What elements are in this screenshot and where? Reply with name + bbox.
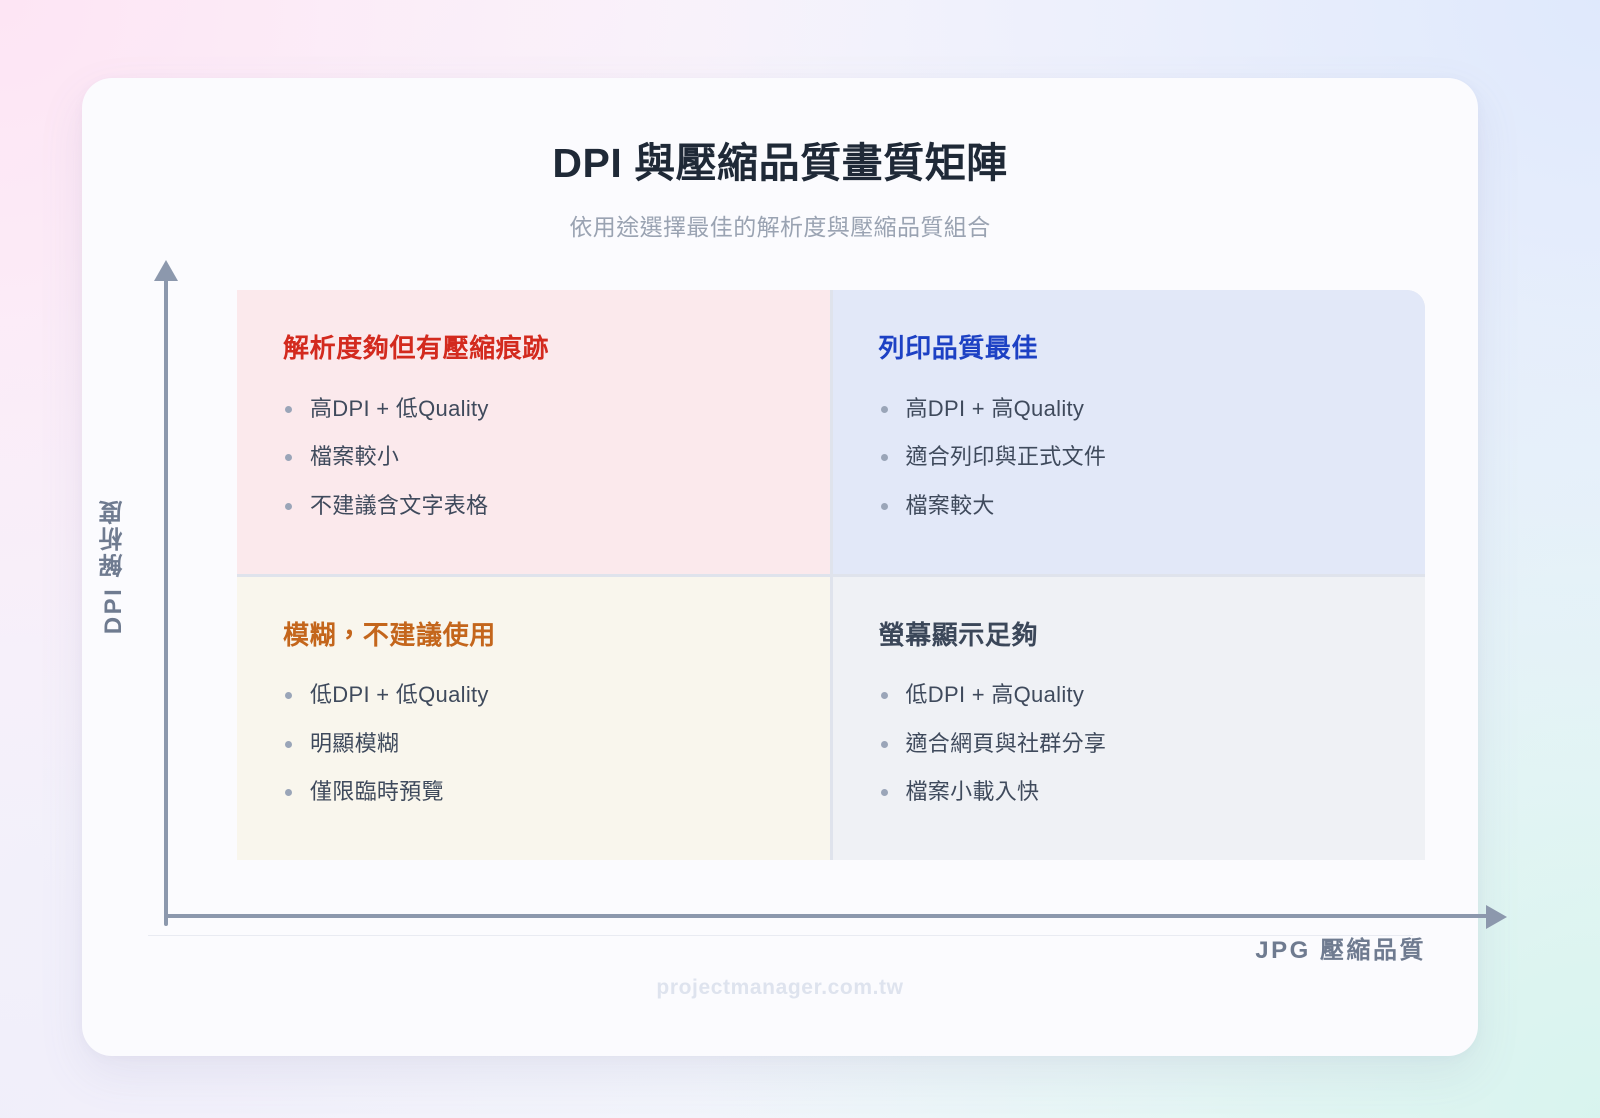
list-item: 檔案較小 (283, 443, 784, 472)
footer-divider (148, 935, 1413, 936)
y-axis-label: DPI 解析度 (100, 498, 127, 635)
quadrant-grid: 解析度夠但有壓縮痕跡 高DPI + 低Quality 檔案較小 不建議含文字表格… (237, 290, 1425, 860)
list-item: 高DPI + 高Quality (879, 395, 1380, 424)
quadrant-matrix: 解析度夠但有壓縮痕跡 高DPI + 低Quality 檔案較小 不建議含文字表格… (237, 290, 1425, 860)
list-item: 僅限臨時預覽 (283, 778, 784, 807)
list-item: 低DPI + 低Quality (283, 681, 784, 710)
list-item: 不建議含文字表格 (283, 492, 784, 521)
list-item: 明顯模糊 (283, 730, 784, 759)
quadrant-bullet-list: 低DPI + 高Quality 適合網頁與社群分享 檔案小載入快 (879, 681, 1380, 807)
page-subtitle: 依用途選擇最佳的解析度與壓縮品質組合 (569, 214, 991, 241)
x-axis-line (164, 914, 1490, 918)
card-header: DPI 與壓縮品質畫質矩陣 依用途選擇最佳的解析度與壓縮品質組合 (82, 140, 1478, 242)
quadrant-low-dpi-high-quality[interactable]: 螢幕顯示足夠 低DPI + 高Quality 適合網頁與社群分享 檔案小載入快 (832, 576, 1425, 860)
list-item: 適合列印與正式文件 (879, 443, 1380, 472)
quadrant-bullet-list: 高DPI + 低Quality 檔案較小 不建議含文字表格 (283, 395, 784, 521)
quadrant-title: 模糊，不建議使用 (283, 619, 496, 650)
quadrant-low-dpi-low-quality[interactable]: 模糊，不建議使用 低DPI + 低Quality 明顯模糊 僅限臨時預覽 (237, 576, 830, 860)
quadrant-bullet-list: 高DPI + 高Quality 適合列印與正式文件 檔案較大 (879, 395, 1380, 521)
page-title: DPI 與壓縮品質畫質矩陣 (552, 140, 1008, 186)
matrix-card: DPI 與壓縮品質畫質矩陣 依用途選擇最佳的解析度與壓縮品質組合 DPI 解析度… (82, 78, 1507, 1056)
list-item: 檔案較大 (879, 492, 1380, 521)
quadrant-title: 列印品質最佳 (878, 333, 1039, 363)
quadrant-high-dpi-high-quality[interactable]: 列印品質最佳 高DPI + 高Quality 適合列印與正式文件 檔案較大 (832, 290, 1425, 574)
quadrant-high-dpi-low-quality[interactable]: 解析度夠但有壓縮痕跡 高DPI + 低Quality 檔案較小 不建議含文字表格 (237, 290, 830, 574)
x-axis-arrow-icon (1486, 905, 1507, 929)
footer-site-label: projectmanager.com.tw (656, 976, 904, 999)
list-item: 適合網頁與社群分享 (879, 730, 1380, 759)
list-item: 檔案小載入快 (879, 778, 1380, 807)
quadrant-title: 螢幕顯示足夠 (878, 619, 1039, 650)
quadrant-bullet-list: 低DPI + 低Quality 明顯模糊 僅限臨時預覽 (283, 681, 784, 807)
list-item: 高DPI + 低Quality (283, 395, 784, 424)
x-axis-label: JPG 壓縮品質 (1255, 937, 1426, 964)
list-item: 低DPI + 高Quality (879, 681, 1380, 710)
quadrant-title: 解析度夠但有壓縮痕跡 (283, 333, 550, 363)
y-axis-arrow-icon (154, 260, 178, 281)
y-axis-line (164, 278, 168, 926)
